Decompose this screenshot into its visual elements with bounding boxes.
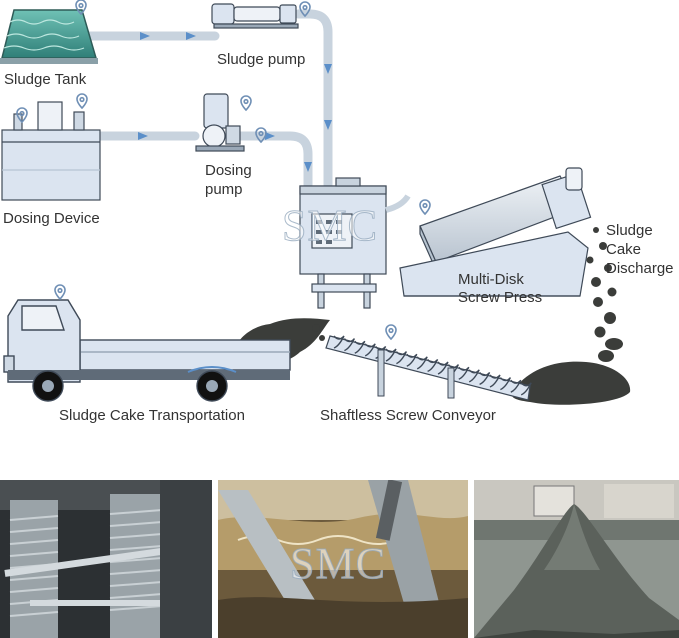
label-sludge-tank: Sludge Tank bbox=[4, 71, 87, 88]
label-sludge-pump: Sludge pump bbox=[217, 51, 306, 68]
label-multi-disk-line1: Multi-Disk bbox=[458, 271, 524, 288]
conveyor-coil-turn bbox=[437, 361, 449, 375]
label-multi-disk-line2: Screw Press bbox=[458, 289, 543, 306]
conveyor-coil-turn bbox=[333, 335, 345, 349]
watermark: SMC bbox=[282, 201, 378, 251]
conveyor-coil-turn bbox=[520, 382, 532, 396]
location-pin-icon bbox=[255, 127, 267, 144]
shaftless-screw-conveyor bbox=[325, 335, 532, 401]
pipe-dosingpump-to-press bbox=[230, 131, 313, 190]
diagram-canvas bbox=[0, 0, 631, 405]
conveyor-coil-turn bbox=[343, 338, 356, 352]
label-dosing-pump-line2: pump bbox=[205, 181, 243, 198]
sludge-tank bbox=[0, 9, 98, 64]
flow-arrow-icon bbox=[138, 132, 148, 140]
conveyor-coil-turn bbox=[499, 377, 512, 391]
conveyor-coil-turn bbox=[385, 348, 397, 362]
mixing-tank bbox=[299, 177, 411, 309]
photo-sludge-mixing bbox=[218, 480, 468, 638]
location-pin-icon bbox=[419, 199, 431, 216]
conveyor-coil-turn bbox=[489, 374, 501, 388]
conveyor-coil-turn bbox=[468, 369, 480, 383]
conveyor-coil-turn bbox=[510, 379, 522, 393]
label-cake-discharge-line2: Cake bbox=[606, 241, 642, 258]
conveyor-coil-turn bbox=[406, 353, 418, 367]
conveyor-coil-turn bbox=[458, 366, 470, 380]
label-transportation: Sludge Cake Transportation bbox=[59, 407, 245, 424]
sludge-pump bbox=[211, 3, 299, 29]
label-cake-discharge-line3: Discharge bbox=[606, 260, 674, 277]
location-pin-icon bbox=[75, 0, 87, 16]
sludge-cake-discharge bbox=[511, 227, 631, 405]
pipe-pump-to-press bbox=[293, 9, 333, 190]
location-pin-icon bbox=[385, 324, 397, 341]
photo-sludge-cake-pile bbox=[474, 480, 679, 638]
flow-arrows bbox=[138, 32, 332, 172]
flow-arrow-icon bbox=[324, 64, 332, 74]
flow-arrow-icon bbox=[186, 32, 196, 40]
conveyor-coil-turn bbox=[364, 343, 376, 357]
label-cake-discharge-line1: Sludge bbox=[606, 222, 653, 239]
photo-screw-press-interior bbox=[0, 480, 212, 638]
flow-arrow-icon bbox=[324, 120, 332, 130]
label-dosing-device: Dosing Device bbox=[3, 210, 100, 227]
conveyor-coil-turn bbox=[395, 351, 408, 365]
conveyor-coil-turn bbox=[479, 371, 491, 386]
multi-disk-screw-press bbox=[399, 167, 592, 297]
dosing-device bbox=[1, 101, 101, 201]
flow-arrow-icon bbox=[304, 162, 312, 172]
conveyor-coil-turn bbox=[427, 358, 439, 373]
location-pin-icon bbox=[240, 95, 252, 112]
label-conveyor: Shaftless Screw Conveyor bbox=[320, 407, 496, 424]
conveyor-coil-turn bbox=[354, 340, 366, 354]
dosing-pump bbox=[195, 93, 245, 152]
photo-watermark: SMC bbox=[290, 539, 386, 589]
label-dosing-pump-line1: Dosing bbox=[205, 162, 252, 179]
flow-arrow-icon bbox=[265, 132, 275, 140]
location-pin-icon bbox=[16, 107, 28, 124]
location-pin-icon bbox=[299, 1, 311, 18]
flow-arrow-icon bbox=[140, 32, 150, 40]
location-pin-icon bbox=[76, 93, 88, 110]
transport-truck bbox=[3, 299, 291, 402]
conveyor-coil-turn bbox=[416, 356, 428, 370]
pins bbox=[16, 0, 431, 341]
location-pin-icon bbox=[54, 284, 66, 301]
